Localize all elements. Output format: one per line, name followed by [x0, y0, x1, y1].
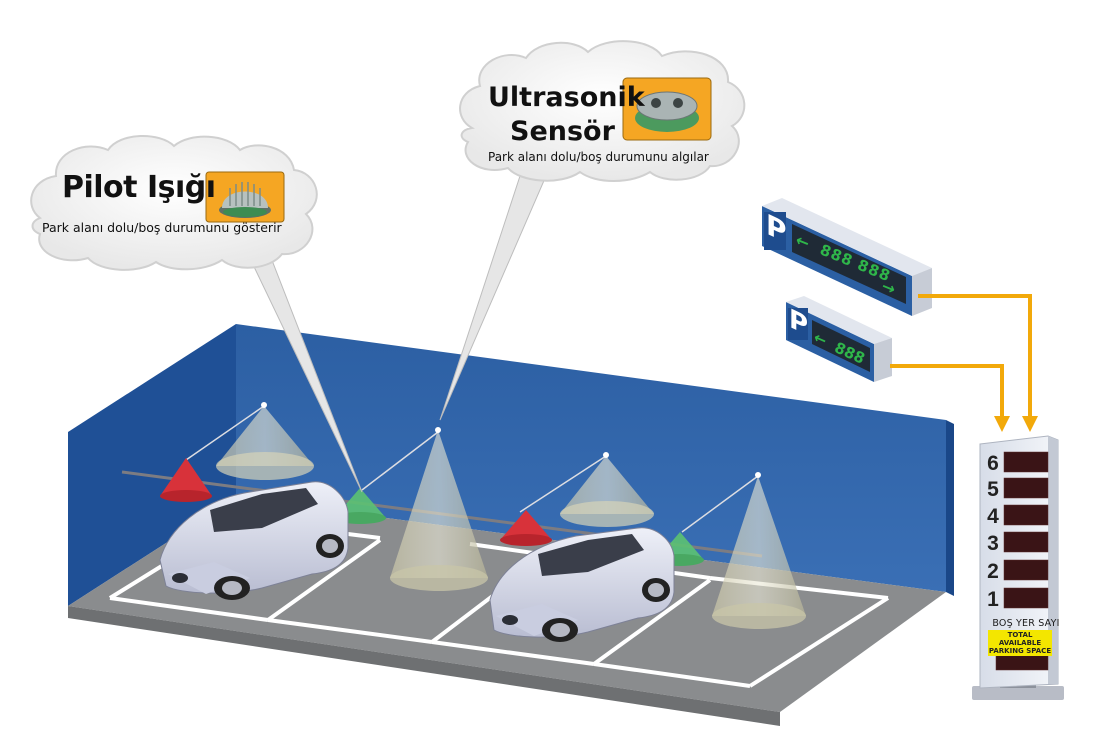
totem-slot-label: 2	[987, 560, 999, 583]
small-sign	[786, 296, 892, 382]
pilot-light-red-2	[500, 510, 552, 546]
ultrasonic-sensor-icon	[622, 77, 712, 141]
sensor-cone-2	[390, 427, 488, 591]
car-2	[489, 527, 675, 642]
totem-total-label: TOTAL AVAILABLE PARKING SPACE	[988, 630, 1052, 656]
totem-slot-label: 5	[987, 478, 999, 501]
ultrasonic-description: Park alanı dolu/boş durumunu algılar	[488, 150, 709, 164]
car-1	[159, 481, 349, 600]
sensor-cone-4	[712, 472, 806, 629]
pilot-cloud	[30, 135, 318, 271]
ultrasonic-cloud	[459, 40, 746, 182]
totem-slot-label: 1	[987, 588, 999, 611]
right-wall-edge	[946, 420, 954, 596]
sensor-cone-3	[560, 452, 654, 527]
pilot-description: Park alanı dolu/boş durumunu gösterir	[42, 220, 282, 235]
hanging-wires	[185, 405, 759, 533]
pilot-title: Pilot Işığı	[62, 170, 216, 205]
large-sign	[762, 198, 932, 316]
left-wall	[68, 324, 236, 606]
ultrasonic-title-line2: Sensör	[510, 116, 615, 147]
totem-slot-label: 3	[987, 532, 999, 555]
sensor-cone-1	[216, 402, 314, 480]
totem-slot-label: 4	[987, 505, 999, 528]
pilot-light-red-1	[160, 458, 212, 502]
ultrasonic-title-line1: Ultrasonik	[488, 82, 645, 113]
pilot-light-icon	[205, 171, 285, 223]
cable-arrows	[994, 416, 1038, 432]
totem-display	[972, 435, 1064, 700]
totem-slot-label: 6	[987, 452, 999, 475]
signal-cables	[890, 294, 1032, 420]
totem-empty-label: BOŞ YER SAYI	[992, 618, 1060, 629]
